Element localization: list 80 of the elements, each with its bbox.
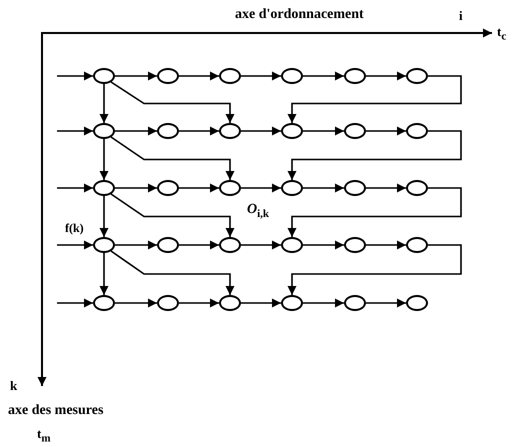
ellipse-node	[93, 237, 115, 253]
arrow	[115, 298, 157, 308]
arrow	[366, 126, 406, 136]
axis-variable: t$_{c}$	[497, 25, 506, 43]
arrow	[366, 184, 406, 192]
ellipse-node	[157, 237, 179, 253]
ellipse-node	[219, 68, 241, 84]
arrow	[57, 298, 93, 308]
arrow	[57, 72, 93, 80]
arrow	[366, 72, 406, 80]
ellipse-node	[406, 68, 428, 84]
axis-variable: t$_{m}$	[37, 427, 51, 445]
arrow	[241, 184, 281, 192]
arrow	[115, 184, 157, 192]
ellipse-node	[93, 180, 115, 196]
arrow	[366, 298, 406, 308]
arrow	[241, 126, 281, 136]
arrow	[303, 126, 344, 136]
ellipse-node	[344, 68, 366, 84]
ellipse-node	[344, 237, 366, 253]
ellipse-node	[157, 180, 179, 196]
arrow	[303, 72, 344, 80]
arrow	[115, 72, 157, 80]
ellipse-node	[219, 180, 241, 196]
ellipse-node	[219, 123, 241, 139]
ellipse-node	[344, 123, 366, 139]
ellipse-node	[406, 295, 428, 311]
ellipse-node	[344, 295, 366, 311]
arrow	[100, 196, 108, 237]
arrow	[110, 250, 234, 295]
arrow	[288, 130, 462, 180]
arrow	[303, 184, 344, 192]
arrow	[100, 139, 108, 180]
arrow	[179, 72, 219, 80]
arrow	[179, 240, 219, 250]
arrow	[57, 240, 93, 250]
ellipse-node	[157, 68, 179, 84]
arrow	[115, 126, 157, 136]
arrow	[100, 84, 108, 123]
arrow	[57, 184, 93, 192]
ellipse-node	[281, 123, 303, 139]
ellipse-node	[219, 295, 241, 311]
operation-label: O$_{i,k}$	[247, 203, 270, 220]
arrow	[110, 136, 234, 180]
axis-index: i	[459, 9, 463, 22]
function-label: f(k)	[65, 222, 84, 234]
arrow	[241, 240, 281, 250]
ellipse-node	[344, 180, 366, 196]
arrow	[179, 184, 219, 192]
ellipse-node	[157, 123, 179, 139]
arrow	[366, 240, 406, 250]
ellipse-node	[219, 237, 241, 253]
arrow	[179, 298, 219, 308]
arrow	[288, 187, 462, 237]
arrow	[241, 298, 281, 308]
arrow	[57, 126, 93, 136]
ellipse-node	[406, 180, 428, 196]
ellipse-node	[93, 68, 115, 84]
ellipse-node	[281, 237, 303, 253]
axis-index: k	[10, 379, 18, 392]
ellipse-node	[281, 68, 303, 84]
axis-title: axe des mesures	[8, 404, 104, 418]
ellipse-node	[406, 237, 428, 253]
arrow	[110, 81, 234, 123]
ellipse-node	[281, 180, 303, 196]
arrow	[179, 126, 219, 136]
arrow	[303, 298, 344, 308]
arrow	[110, 193, 234, 237]
arrow	[115, 240, 157, 250]
arrow	[241, 72, 281, 80]
arrow	[288, 244, 462, 295]
arrow	[303, 240, 344, 250]
axis-title: axe d'ordonnacement	[235, 8, 364, 22]
ellipse-node	[93, 295, 115, 311]
ellipse-node	[406, 123, 428, 139]
ellipse-node	[93, 123, 115, 139]
arrow	[100, 253, 108, 295]
arrow	[288, 75, 462, 123]
ellipse-node	[281, 295, 303, 311]
ellipse-node	[157, 295, 179, 311]
